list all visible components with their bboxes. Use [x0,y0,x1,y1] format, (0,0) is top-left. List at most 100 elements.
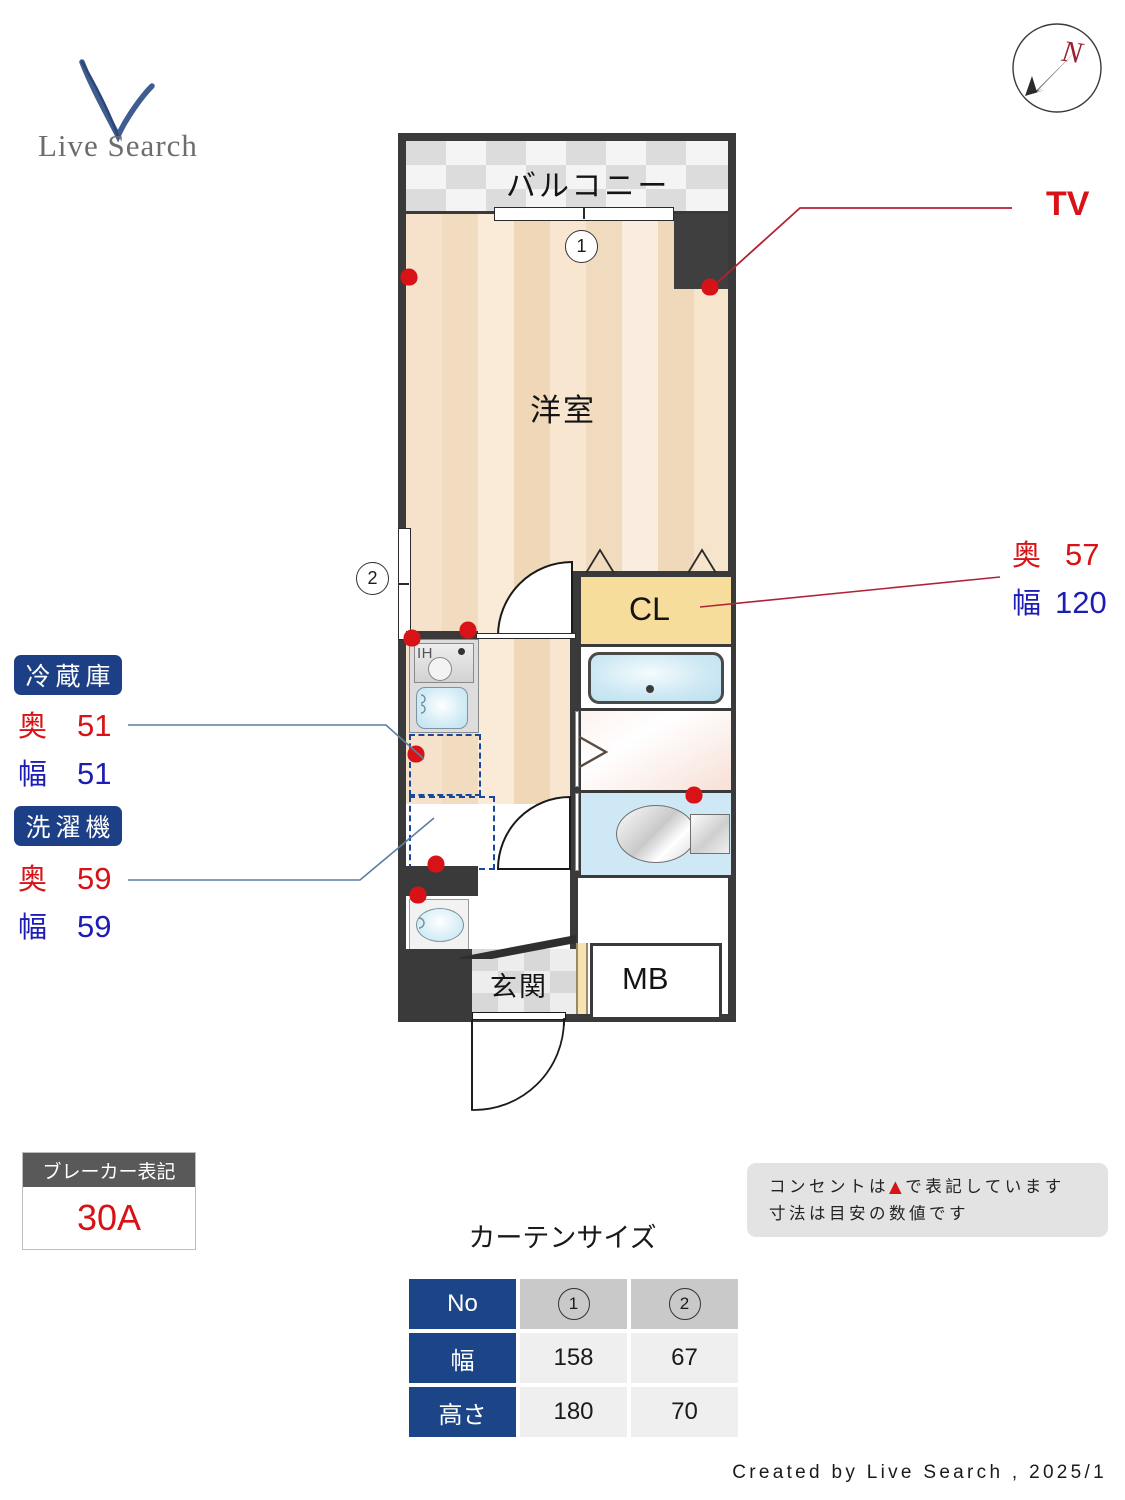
fridge-width-label: 幅 [18,757,48,791]
table-row: 高さ 180 70 [409,1387,738,1437]
closet-depth-label: 奥 [1012,538,1042,572]
curtain-row-header-no: No [409,1279,516,1329]
meter-box-area [590,943,722,1020]
wall-bottom [398,1014,736,1022]
window-2-mullion [398,583,409,585]
curtain-table-title: カーテンサイズ [468,1223,657,1254]
note-line-1: コンセントは▲で表記しています [769,1173,1108,1200]
room-label-closet: CL [629,591,670,627]
curtain-height-2: 70 [631,1387,738,1437]
tv-wall-pillar [674,214,728,289]
curtain-width-1: 158 [520,1333,627,1383]
curtain-col-1-header: 1 [520,1279,627,1329]
compass-rose: N [1007,18,1107,118]
outlet-marker [403,629,421,647]
note-line-1-post: で表記しています [905,1177,1065,1196]
washer-depth-value: 59 [77,861,112,896]
wall-kitchen-top [406,631,478,639]
room-label-mb: MB [622,961,669,996]
outlet-marker [701,278,719,296]
breaker-panel: ブレーカー表記 30A [22,1152,196,1250]
main-room-door-sill [476,633,576,639]
curtain-row-header-width: 幅 [409,1333,516,1383]
logo-checkmark-icon [79,59,155,143]
stove-label: IH [417,645,433,662]
stove-burner-icon [428,657,452,681]
outlet-marker [459,621,477,639]
front-door-sill [472,1012,566,1020]
washing-machine-dimensions: 奥 59 幅 59 [18,856,112,946]
washer-depth-label: 奥 [18,862,48,896]
closet-top-wall [578,571,728,574]
closet-door-markers [585,548,717,574]
curtain-col-2-marker: 2 [668,1288,701,1320]
logo-text: Live Search [38,128,198,163]
curtain-height-1: 180 [520,1387,627,1437]
curtain-size-table: No 1 2 幅 158 67 高さ 180 70 [405,1275,742,1441]
wall-top [398,133,736,141]
washbasin-faucet-icon [418,917,425,929]
closet-dimensions: 奥 57 幅 120 [1012,532,1107,622]
fridge-depth-label: 奥 [18,709,48,743]
window-marker-2: 2 [356,562,389,595]
washroom-door-panel[interactable] [575,711,579,787]
front-door[interactable] [466,1018,572,1114]
washer-width-label: 幅 [18,910,48,944]
tv-label: TV [1046,185,1090,223]
washing-machine-leader-line [128,817,435,881]
table-row: No 1 2 [409,1279,738,1329]
closet-width-label: 幅 [1012,586,1042,620]
faucet-icon [420,694,426,714]
outlet-marker [400,268,418,286]
window-1-mullion [583,207,585,219]
brand-logo: Live Search [30,40,260,170]
toilet-door-panel[interactable] [575,793,579,871]
washing-machine-tag: 洗濯機 [14,806,122,846]
balcony-area [406,141,728,211]
room-label-balcony: バルコニー [506,169,671,204]
room-label-entrance: 玄関 [490,972,548,1003]
curtain-width-2: 67 [631,1333,738,1383]
curtain-col-2-header: 2 [631,1279,738,1329]
breaker-value: 30A [23,1187,195,1249]
stove-knob-icon [458,648,465,655]
refrigerator-tag: 冷蔵庫 [14,655,122,695]
washer-width-value: 59 [77,909,112,944]
curtain-col-1-marker: 1 [557,1288,590,1320]
bathroom-door[interactable] [494,793,574,873]
wall-hall-right [570,571,578,1022]
note-line-2: 寸法は目安の数値です [769,1204,969,1223]
room-label-main: 洋室 [530,393,596,429]
wall-entrance-left [406,949,472,1014]
tv-leader-line [717,207,1012,283]
table-row: 幅 158 67 [409,1333,738,1383]
closet-width-value: 120 [1055,585,1107,620]
bathtub [588,652,724,704]
fridge-depth-value: 51 [77,708,112,743]
closet-leader-line [700,576,1001,608]
toilet-bowl [616,805,696,863]
curtain-row-header-height: 高さ [409,1387,516,1437]
mb-door[interactable] [576,943,588,1014]
entrance-floor [472,949,576,1014]
closet-area [578,574,734,650]
note-line-1-pre: コンセントは [769,1177,889,1196]
outlet-marker [407,745,425,763]
folding-door-icon[interactable] [574,733,614,771]
refrigerator-leader-line [128,724,425,760]
outlet-marker [685,786,703,804]
fridge-width-value: 51 [77,756,112,791]
toilet-tank [690,814,730,854]
entrance-step [460,935,576,959]
window-marker-1: 1 [565,230,598,263]
refrigerator-space [409,734,481,796]
refrigerator-dimensions: 奥 51 幅 51 [18,703,112,793]
footer-credit: Created by Live Search , 2025/1 [732,1462,1107,1483]
main-room-door[interactable] [476,558,576,640]
breaker-title: ブレーカー表記 [23,1153,195,1187]
outlet-symbol-icon: ▲ [889,1177,906,1196]
legend-note: コンセントは▲で表記しています 寸法は目安の数値です [747,1163,1108,1237]
closet-depth-value: 57 [1065,537,1100,572]
outlet-marker [427,855,445,873]
floor-plan: バルコニー 1 洋室 CL IH [398,133,736,1111]
